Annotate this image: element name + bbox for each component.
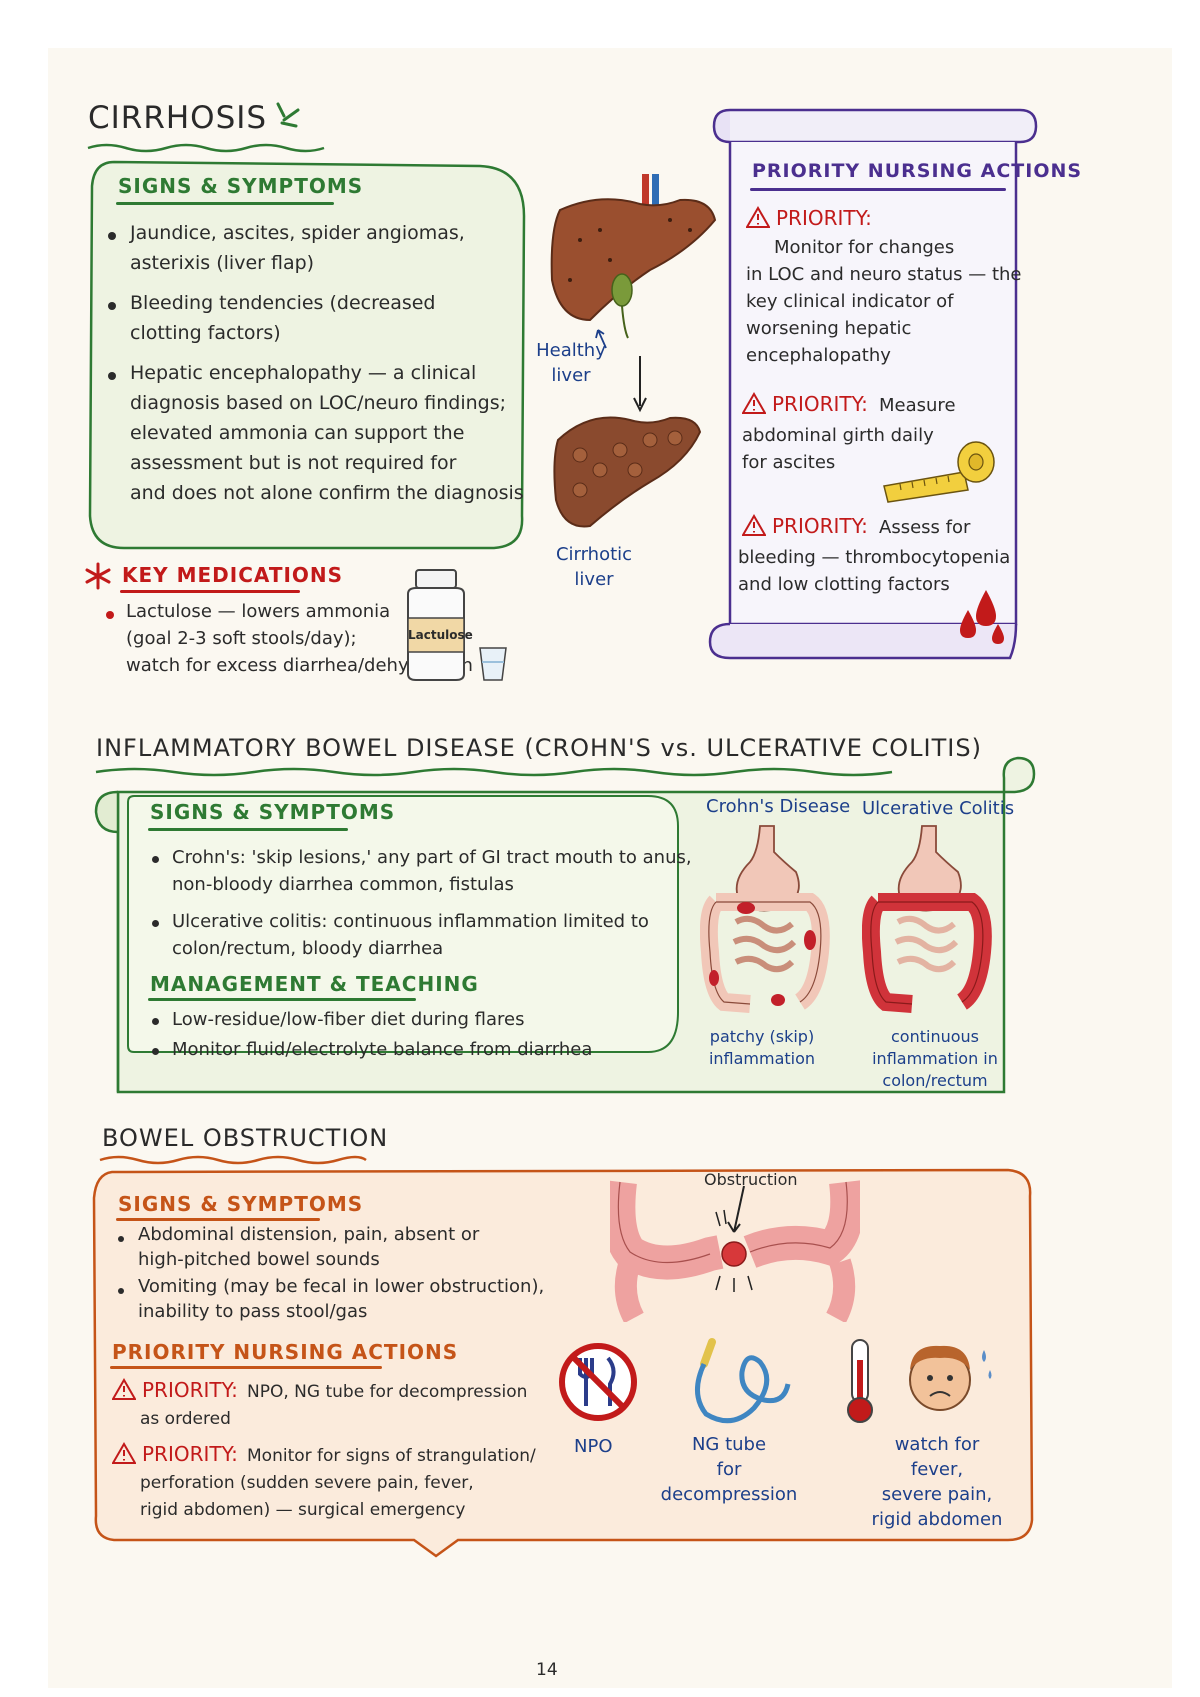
cirrhosis-signs-underline: [116, 202, 334, 205]
obstruction-diagram-label: Obstruction: [704, 1170, 798, 1189]
ibd-sign-crohns: Crohn's: 'skip lesions,' any part of GI …: [172, 847, 692, 895]
ng-tube-icon: [695, 1338, 791, 1424]
ibd-signs-heading: SIGNS & SYMPTOMS: [150, 800, 396, 824]
cirrhosis-title-underline: [87, 143, 325, 153]
obstruction-sign-2: Vomiting (may be fecal in lower obstruct…: [138, 1276, 545, 1322]
bullet: [106, 611, 114, 619]
bullet: [118, 1236, 124, 1242]
obstruction-priority-row-1: PRIORITY: NPO, NG tube for decompression: [112, 1378, 527, 1406]
cirrhosis-title: CIRRHOSIS: [88, 100, 268, 136]
obstruction-title: BOWEL OBSTRUCTION: [102, 1124, 389, 1152]
key-medications-underline: [120, 590, 300, 593]
lactulose-bottle-icon: [407, 569, 507, 681]
ibd-mgmt-2: Monitor fluid/electrolyte balance from d…: [172, 1039, 593, 1060]
asterisk-icon: [85, 562, 111, 590]
priority-label: PRIORITY:: [772, 514, 868, 538]
obstruction-actions-underline: [110, 1366, 382, 1369]
bullet: [108, 232, 116, 240]
obstruction-action-2-first: Monitor for signs of strangulation/: [247, 1446, 536, 1466]
priority-label: PRIORITY:: [772, 392, 868, 416]
priority-label: PRIORITY:: [142, 1378, 238, 1402]
blood-drops-icon: [960, 590, 1004, 644]
warning-icon: [742, 392, 766, 414]
cirrhosis-actions-underline: [750, 188, 1006, 191]
priority-label: PRIORITY:: [142, 1442, 238, 1466]
obstruction-action-1-first: NPO, NG tube for decompression: [247, 1382, 528, 1402]
priority-row-3: PRIORITY: Assess for: [742, 514, 970, 541]
ibd-title-underline: [95, 767, 893, 777]
priority-actions-scroll: [708, 108, 1038, 660]
priority-action-3-first: Assess for: [879, 517, 971, 538]
ibd-mgmt-1: Low-residue/low-fiber diet during flares: [172, 1009, 525, 1030]
warning-icon: [746, 206, 770, 228]
key-medications-heading: KEY MEDICATIONS: [122, 563, 344, 587]
ibd-mgmt-heading: MANAGEMENT & TEACHING: [150, 972, 479, 996]
bullet: [152, 1048, 159, 1055]
bullet: [108, 302, 116, 310]
obstruction-signs-heading: SIGNS & SYMPTOMS: [118, 1192, 364, 1216]
priority-row-2: PRIORITY: Measure: [742, 392, 956, 419]
cirrhosis-signs-box: [88, 160, 526, 550]
uc-gi-tract-diagram: [862, 825, 992, 1013]
warning-icon: [112, 1378, 136, 1400]
cirrhosis-sign-1: Jaundice, ascites, spider angiomas,aster…: [130, 222, 465, 274]
crohns-caption: patchy (skip)inflammation: [708, 1027, 816, 1068]
cirrhosis-actions-heading: PRIORITY NURSING ACTIONS: [752, 160, 1083, 182]
bullet: [108, 372, 116, 380]
key-medication-lactulose: Lactulose — lowers ammonia(goal 2-3 soft…: [126, 601, 473, 676]
ibd-mgmt-underline: [148, 998, 416, 1001]
liver-diagram: [550, 174, 717, 528]
page-number: 14: [536, 1660, 558, 1680]
ibd-title: INFLAMMATORY BOWEL DISEASE (CROHN'S vs. …: [96, 734, 982, 762]
uc-title: Ulcerative Colitis: [862, 798, 1015, 819]
obstruction-action-2-text: perforation (sudden severe pain, fever,r…: [140, 1473, 474, 1520]
ibd-signs-underline: [148, 828, 348, 831]
obstruction-actions-heading: PRIORITY NURSING ACTIONS: [112, 1340, 459, 1364]
lactulose-bottle-label: Lactulose: [408, 628, 473, 642]
obstruction-box: [92, 1168, 1034, 1558]
obstruction-signs-underline: [116, 1218, 320, 1221]
priority-label: PRIORITY:: [776, 206, 872, 230]
crohns-title: Crohn's Disease: [706, 796, 851, 817]
measuring-tape-icon: [883, 441, 995, 503]
ibd-sign-uc: Ulcerative colitis: continuous inflammat…: [172, 911, 649, 959]
fever-label: watch for fever,severe pain,rigid abdome…: [871, 1434, 1003, 1530]
cirrhosis-signs-heading: SIGNS & SYMPTOMS: [118, 174, 364, 198]
obstruction-action-1-second: as ordered: [140, 1409, 231, 1429]
bullet: [152, 856, 159, 863]
fever-thermometer-icon: [847, 1339, 992, 1423]
emphasis-marks-icon: [276, 102, 300, 128]
warning-icon: [112, 1442, 136, 1464]
obstruction-priority-row-2: PRIORITY: Monitor for signs of strangula…: [112, 1442, 536, 1470]
bullet: [152, 1018, 159, 1025]
no-food-icon: [559, 1343, 637, 1421]
npo-label: NPO: [574, 1436, 613, 1457]
priority-row-1: PRIORITY:: [746, 206, 872, 230]
warning-icon: [742, 514, 766, 536]
bullet: [118, 1288, 124, 1294]
bowel-obstruction-diagram: [610, 1180, 860, 1322]
obstruction-title-underline: [99, 1155, 367, 1165]
crohns-gi-tract-diagram: [700, 825, 830, 1013]
bullet: [152, 920, 159, 927]
priority-action-2-first: Measure: [879, 395, 956, 416]
